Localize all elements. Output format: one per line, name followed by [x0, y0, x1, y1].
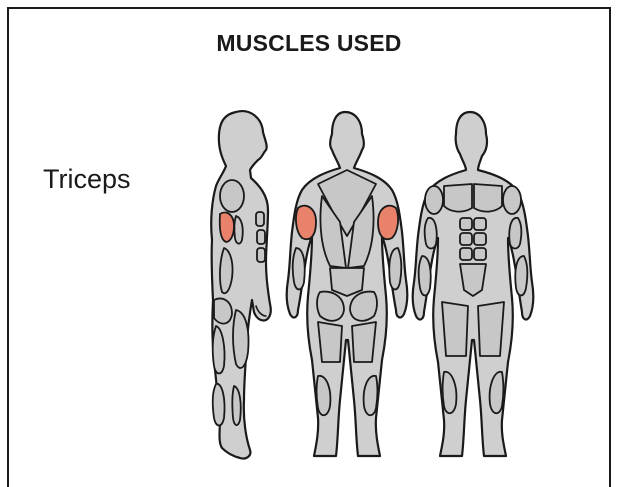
front-biceps-right [509, 218, 521, 249]
front-biceps-left [425, 218, 437, 249]
side-abs-1 [256, 212, 264, 226]
side-forearm [220, 248, 233, 293]
front-abs-1 [460, 218, 472, 230]
front-deltoid-left [425, 186, 443, 214]
side-calf [213, 384, 225, 426]
side-triceps-muscle [220, 213, 234, 243]
back-forearm-right [389, 248, 401, 290]
front-pec-right [474, 184, 502, 212]
side-view-figure [211, 111, 271, 458]
back-view-figure [287, 112, 408, 456]
side-shin [232, 386, 240, 425]
front-pec-left [444, 184, 472, 212]
back-hamstring-left [318, 322, 342, 362]
side-biceps [234, 216, 242, 244]
front-abs-6 [474, 248, 486, 260]
front-abs-2 [474, 218, 486, 230]
back-triceps-left [296, 206, 316, 240]
back-lower-back [330, 268, 364, 296]
front-view-figure [413, 112, 534, 456]
side-abs-2 [257, 230, 265, 244]
side-glute [214, 299, 232, 324]
back-forearm-left [293, 248, 305, 290]
front-forearm-right [515, 256, 527, 296]
front-abs-5 [460, 248, 472, 260]
front-abs-4 [474, 233, 486, 245]
front-deltoid-right [503, 186, 521, 214]
front-quad-left [442, 302, 468, 356]
side-deltoid [220, 180, 244, 212]
front-forearm-left [419, 256, 431, 296]
front-quad-right [478, 302, 504, 356]
side-abs-3 [257, 248, 265, 262]
back-hamstring-right [352, 322, 376, 362]
front-abs-3 [460, 233, 472, 245]
back-triceps-right [378, 206, 398, 240]
